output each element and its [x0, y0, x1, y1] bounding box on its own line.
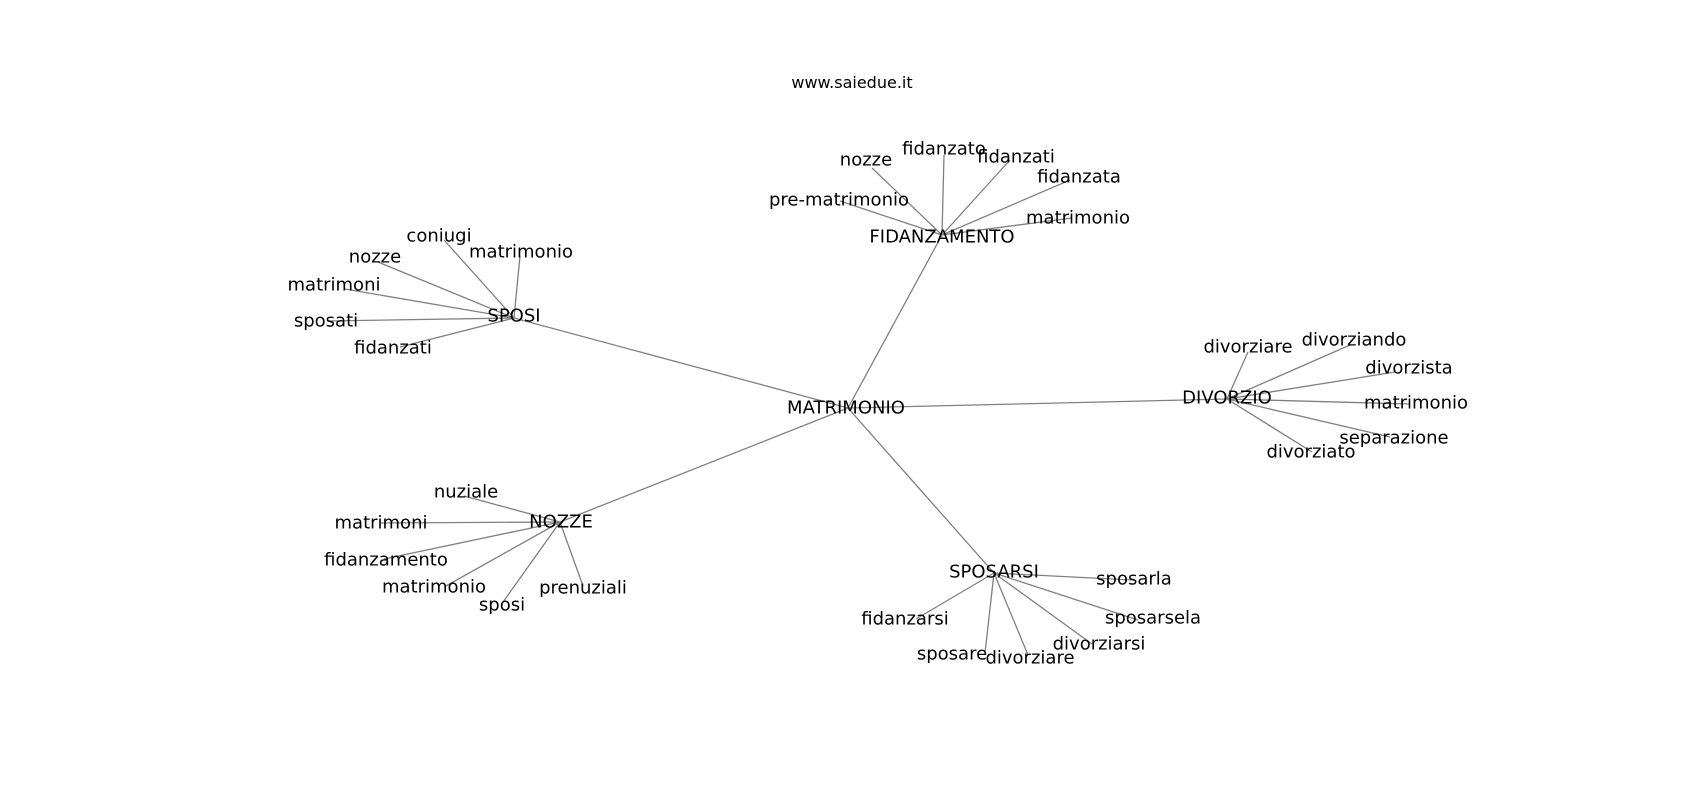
leaf-label-sposi-matrimoni: matrimoni — [288, 275, 381, 296]
leaf-label-nozze-matrimoni: matrimoni — [335, 513, 428, 534]
leaf-label-sposi-sposati: sposati — [294, 311, 358, 332]
edge-matrimonio-nozze — [559, 407, 849, 523]
edge-matrimonio-divorzio — [847, 398, 1228, 409]
leaf-label-divorzio-matrimonio: matrimonio — [1364, 393, 1468, 414]
edges-layer — [326, 154, 1411, 656]
edge-nozze-prenuziali — [559, 521, 584, 587]
edge-matrimonio-sposi — [513, 317, 849, 409]
leaf-label-divorzio-separazione: separazione — [1339, 428, 1448, 449]
edge-sposarsi-divorziare — [993, 572, 1029, 656]
leaf-label-sposi-fidanzati: fidanzati — [354, 338, 432, 359]
edge-nozze-matrimonio — [445, 521, 561, 587]
leaf-label-nozze-nuziale: nuziale — [434, 482, 498, 503]
edge-sposarsi-sposare — [984, 572, 995, 654]
edge-matrimonio-sposarsi — [847, 407, 995, 574]
edge-matrimonio-fidanzamento — [847, 234, 943, 409]
leaf-label-sposarsi-sposarsela: sposarsela — [1105, 608, 1201, 629]
leaf-label-nozze-matrimonio: matrimonio — [382, 577, 486, 598]
edge-divorzio-divorzista — [1226, 371, 1396, 400]
labels-layer: www.saiedue.it MATRIMONIO FIDANZAMENTO noz… — [288, 73, 1468, 669]
leaf-label-sposi-matrimonio: matrimonio — [469, 242, 573, 263]
site-watermark: www.saiedue.it — [791, 73, 912, 92]
node-label-matrimonio: MATRIMONIO — [787, 398, 905, 419]
node-label-nozze: NOZZE — [529, 512, 593, 533]
leaf-label-fidanzamento-matrimonio: matrimonio — [1026, 208, 1130, 229]
edge-sposi-fidanzati — [399, 317, 515, 348]
leaf-label-divorzio-divorzista: divorzista — [1365, 358, 1452, 379]
edge-sposarsi-fidanzarsi — [915, 572, 995, 620]
leaf-label-sposarsi-divorziare: divorziare — [985, 648, 1074, 669]
edge-sposarsi-sposarla — [993, 572, 1133, 581]
leaf-label-sposi-nozze: nozze — [349, 247, 401, 268]
edge-sposarsi-divorziarsi — [993, 572, 1093, 645]
edge-divorzio-divorziando — [1226, 344, 1351, 400]
leaf-label-sposarsi-sposare: sposare — [917, 644, 987, 665]
leaf-label-sposarsi-sposarla: sposarla — [1096, 569, 1172, 590]
leaf-label-nozze-prenuziali: prenuziali — [539, 578, 627, 599]
edge-fidanzamento-matrimonio — [941, 217, 1073, 236]
leaf-label-divorzio-divorziando: divorziando — [1302, 330, 1407, 351]
leaf-label-fidanzamento-fidanzati: fidanzati — [977, 147, 1055, 168]
edge-nozze-fidanzamento — [383, 521, 561, 560]
leaf-label-divorzio-divorziare: divorziare — [1203, 337, 1292, 358]
edge-sposi-matrimonio — [513, 255, 521, 319]
edge-sposi-coniugi — [443, 239, 515, 319]
leaf-label-fidanzamento-fidanzato: fidanzato — [902, 139, 986, 160]
leaf-label-fidanzamento-pre-matrimonio: pre-matrimonio — [769, 190, 909, 211]
edge-fidanzamento-nozze — [871, 167, 943, 236]
edge-nozze-matrimoni — [379, 521, 561, 524]
edge-divorzio-divorziare — [1226, 351, 1249, 400]
edge-sposi-matrimoni — [344, 288, 515, 319]
edge-sposi-sposati — [326, 317, 515, 322]
node-label-sposi: SPOSI — [487, 306, 540, 327]
edge-fidanzamento-fidanzato — [941, 154, 945, 236]
node-label-divorzio: DIVORZIO — [1182, 388, 1272, 409]
edge-sposarsi-sposarsela — [993, 572, 1139, 621]
leaf-label-nozze-sposi: sposi — [479, 595, 525, 616]
edge-fidanzamento-fidanzata — [941, 179, 1071, 236]
edge-nozze-sposi — [502, 521, 561, 603]
leaf-label-divorzio-divorziato: divorziato — [1266, 442, 1355, 463]
edge-fidanzamento-fidanzati — [941, 159, 1011, 236]
edge-divorzio-matrimonio — [1226, 398, 1411, 405]
leaf-label-nozze-fidanzamento: fidanzamento — [324, 550, 448, 571]
leaf-label-sposarsi-fidanzarsi: fidanzarsi — [861, 609, 948, 630]
edge-nozze-nuziale — [463, 495, 561, 523]
leaf-label-sposi-coniugi: coniugi — [406, 226, 471, 247]
leaf-label-fidanzamento-fidanzata: fidanzata — [1037, 167, 1121, 188]
edge-fidanzamento-pre-matrimonio — [839, 200, 943, 236]
node-label-fidanzamento: FIDANZAMENTO — [869, 227, 1014, 248]
edge-divorzio-separazione — [1226, 398, 1391, 438]
leaf-label-sposarsi-divorziarsi: divorziarsi — [1053, 634, 1146, 655]
node-label-sposarsi: SPOSARSI — [949, 562, 1039, 583]
edge-divorzio-divorziato — [1226, 398, 1313, 453]
edge-sposi-nozze — [377, 261, 515, 319]
leaf-label-fidanzamento-nozze: nozze — [840, 150, 892, 171]
